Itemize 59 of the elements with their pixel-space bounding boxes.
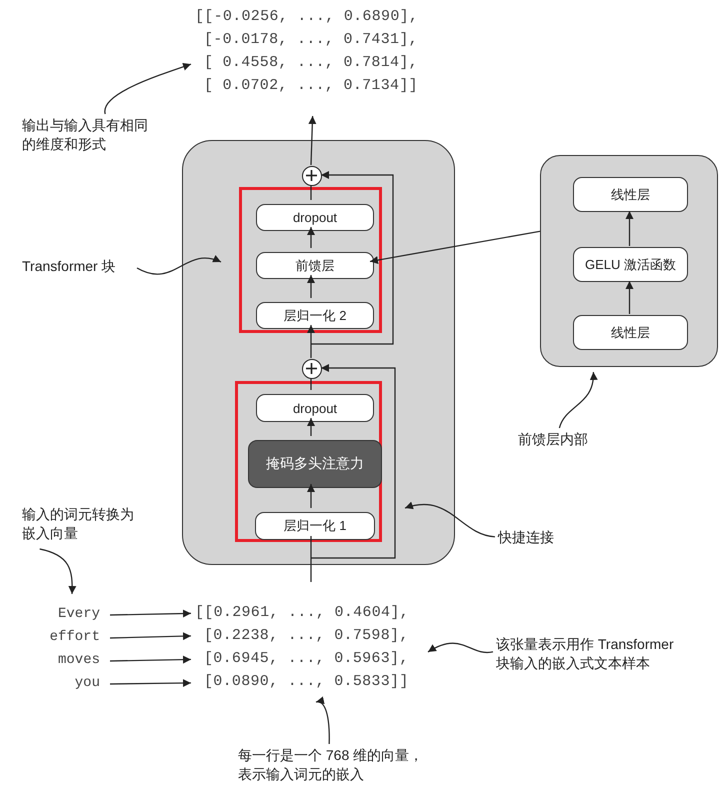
arrow <box>370 230 540 264</box>
arrow <box>110 656 192 664</box>
arrow <box>311 364 396 559</box>
arrow <box>307 325 315 358</box>
arrow <box>308 116 316 166</box>
tensor-row: [[-0.0256, ..., 0.6890], <box>195 8 418 25</box>
arrow <box>307 418 315 436</box>
layer-box: dropout <box>256 204 374 231</box>
arrow <box>307 275 315 298</box>
connector-line <box>310 185 312 200</box>
layer-box: GELU 激活函数 <box>573 247 688 282</box>
token-text: effort <box>30 629 100 647</box>
tensor-row: [[0.2961, ..., 0.4604], <box>195 604 409 621</box>
token-text: moves <box>30 652 100 670</box>
leader-line <box>136 256 222 275</box>
leader-line <box>558 372 598 428</box>
layer-box: 线性层 <box>573 315 688 350</box>
add-circle <box>302 166 322 186</box>
tensor-row: [0.0890, ..., 0.5833]] <box>204 673 409 690</box>
tensor-row: [ 0.0702, ..., 0.7134]] <box>204 77 418 94</box>
arrow <box>307 484 315 508</box>
annotation-text: Transformer 块 <box>22 257 134 279</box>
token-text: Every <box>30 606 100 624</box>
tensor-row: [-0.0178, ..., 0.7431], <box>204 31 418 48</box>
highlight-frame <box>235 381 382 542</box>
tensor-row: [0.2238, ..., 0.7598], <box>204 627 409 644</box>
annotation-text: 每一行是一个 768 维的向量，表示输入词元的嵌入 <box>238 746 428 788</box>
annotation-text: 前馈层内部 <box>518 430 610 452</box>
token-text: you <box>30 675 100 693</box>
arrow <box>110 679 191 688</box>
highlight-frame <box>239 187 382 333</box>
arrow <box>110 632 192 640</box>
arrow <box>307 227 315 248</box>
connector-line <box>310 378 312 390</box>
tensor-row: [0.6945, ..., 0.5963], <box>204 650 409 667</box>
leader-line <box>404 502 496 538</box>
add-circle <box>302 359 322 379</box>
tensor-row: [ 0.4558, ..., 0.7814], <box>204 54 418 71</box>
leader-line <box>40 548 76 594</box>
leader-line <box>104 62 192 114</box>
arrow <box>626 281 634 314</box>
arrow <box>110 610 192 618</box>
layer-box: 层归一化 1 <box>255 512 375 540</box>
annotation-text: 快捷连接 <box>498 528 568 550</box>
annotation-text: 输出与输入具有相同的维度和形式 <box>22 116 152 154</box>
leader-line <box>428 642 494 654</box>
connector-line <box>310 536 312 582</box>
annotation-text: 该张量表示用作 Transformer 块输入的嵌入式文本样本 <box>496 635 688 677</box>
layer-box: dropout <box>256 394 374 422</box>
annotation-text: 输入的词元转换为嵌入向量 <box>22 505 140 547</box>
attention-box: 掩码多头注意力 <box>248 440 382 488</box>
layer-box: 线性层 <box>573 177 688 212</box>
feed-forward-box <box>540 155 718 367</box>
leader-line <box>316 697 330 744</box>
arrow <box>311 171 394 345</box>
arrow <box>626 211 634 246</box>
transformer-block <box>182 140 455 565</box>
layer-box: 层归一化 2 <box>256 302 374 329</box>
layer-box: 前馈层 <box>256 252 374 279</box>
